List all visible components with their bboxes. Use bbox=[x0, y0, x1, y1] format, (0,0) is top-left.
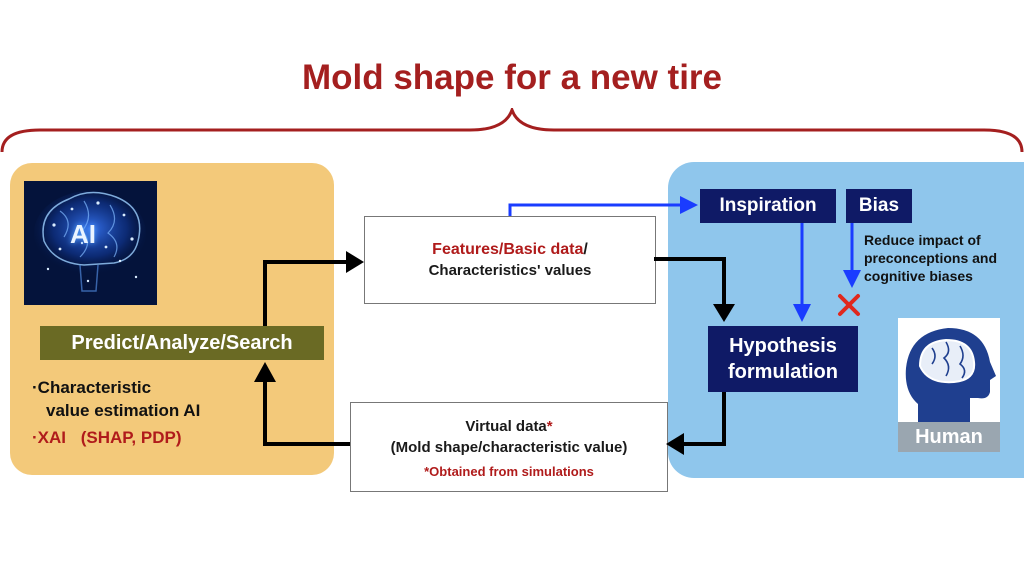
bias-box: Bias bbox=[846, 189, 912, 223]
reduce-line1: Reduce impact of bbox=[864, 232, 981, 248]
reduce-bias-note: Reduce impact of preconceptions and cogn… bbox=[864, 231, 997, 285]
hypothesis-line1: Hypothesis bbox=[729, 335, 837, 357]
arrow-predict-to-features bbox=[263, 251, 364, 326]
features-box: Features/Basic data/ Characteristics' va… bbox=[364, 216, 656, 304]
arrow-inspiration-to-hypothesis bbox=[793, 223, 811, 322]
virtual-data-box: Virtual data* (Mold shape/characteristic… bbox=[350, 402, 668, 492]
bullet-xai: ·XAI (SHAP, PDP) bbox=[32, 428, 182, 448]
curly-brace bbox=[0, 108, 1024, 153]
xai-methods: (SHAP, PDP) bbox=[80, 428, 182, 447]
arrow-bias-blocked bbox=[843, 223, 861, 288]
arrow-virtual-to-ai bbox=[254, 362, 350, 446]
virtual-asterisk: * bbox=[546, 417, 553, 435]
reduce-line2: preconceptions and bbox=[864, 250, 998, 266]
human-head-brain-icon: Human bbox=[898, 318, 1000, 452]
human-label: Human bbox=[898, 422, 1000, 452]
ai-image-label: AI bbox=[70, 219, 96, 249]
virtual-line2: (Mold shape/characteristic value) bbox=[390, 438, 628, 456]
arrow-features-to-hypothesis bbox=[654, 257, 735, 322]
hypothesis-line2: formulation bbox=[728, 361, 838, 383]
arrow-features-to-inspiration bbox=[508, 196, 698, 216]
features-line2: Characteristics' values bbox=[428, 262, 592, 279]
features-basic-data: Features/Basic data bbox=[432, 241, 584, 258]
features-slash: / bbox=[583, 241, 588, 258]
simulation-note: *Obtained from simulations bbox=[424, 463, 594, 479]
virtual-data-label: Virtual data bbox=[465, 417, 547, 435]
bullet-characteristic-line2: value estimation AI bbox=[46, 401, 201, 420]
inspiration-box: Inspiration bbox=[700, 189, 836, 223]
features-line1: Features/Basic data/ bbox=[432, 239, 588, 260]
predict-analyze-search-box: Predict/Analyze/Search bbox=[40, 326, 324, 360]
ai-brain-image: AI bbox=[24, 181, 157, 305]
arrow-hypothesis-to-virtual bbox=[666, 392, 726, 455]
page-title: Mold shape for a new tire bbox=[301, 58, 723, 97]
virtual-line1: Virtual data* bbox=[465, 416, 552, 437]
reduce-line3: cognitive biases bbox=[864, 268, 973, 284]
hypothesis-formulation-box: Hypothesis formulation bbox=[708, 326, 858, 392]
xai-label: ·XAI bbox=[32, 428, 66, 447]
cross-mark-icon bbox=[838, 294, 860, 316]
bullet-characteristic: ·Characteristic bbox=[32, 378, 152, 397]
